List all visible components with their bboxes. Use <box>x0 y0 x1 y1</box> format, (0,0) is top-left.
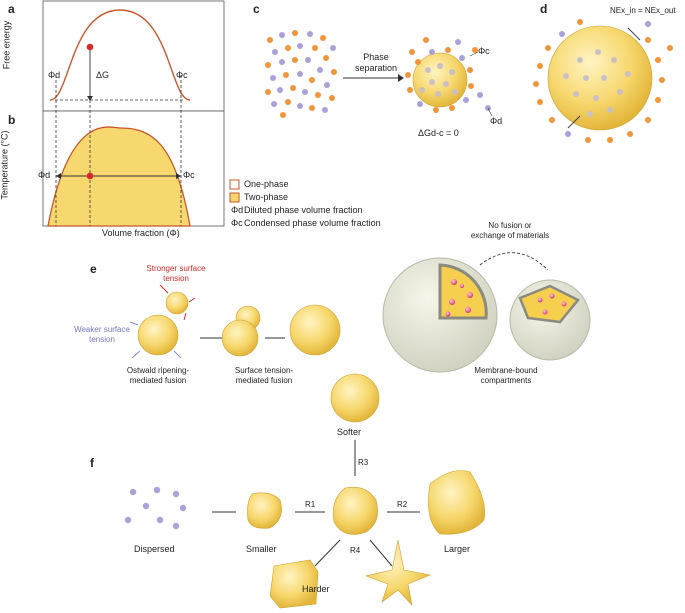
one-phase-label: One-phase <box>244 179 289 189</box>
central-droplet <box>332 486 378 535</box>
panel-letter-e: e <box>90 262 97 276</box>
softer-droplet <box>330 373 380 423</box>
phase-separation-label: Phase separation <box>354 52 398 73</box>
one-phase-swatch <box>229 179 240 190</box>
larger-droplet <box>428 470 485 535</box>
membrane-label: Membrane-bound compartments <box>474 366 538 385</box>
no-fusion-label: No fusion or exchange of materials <box>470 221 550 240</box>
mixture-point <box>86 172 94 180</box>
r1-label: R1 <box>305 500 316 509</box>
n-exchange-equation: NEx_in = NEx_out <box>610 6 676 15</box>
ostwald-label: Ostwald ripening-mediated fusion <box>126 366 190 385</box>
phi-c-label-a: Φc <box>176 70 188 80</box>
r2-label: R2 <box>397 500 408 509</box>
panel-d-droplet <box>533 19 673 143</box>
volume-fraction-label: Volume fraction (Φ) <box>102 228 180 238</box>
smaller-droplet <box>247 492 282 529</box>
fusing-droplets <box>221 319 259 357</box>
panel-letter-d: d <box>540 2 548 16</box>
larger-label: Larger <box>444 544 471 554</box>
large-droplet-ostwald <box>137 314 179 356</box>
panel-letter-f: f <box>90 456 94 470</box>
phi-d-legend-desc: Diluted phase volume fraction <box>244 205 363 215</box>
panel-letter-c: c <box>253 2 260 16</box>
harder-star <box>364 539 432 606</box>
small-droplet <box>165 291 189 315</box>
phi-c-legend-desc: Condensed phase volume fraction <box>244 218 381 228</box>
softer-label: Softer <box>337 427 362 437</box>
delta-g-label: ΔG <box>96 70 110 80</box>
panel-a-frame <box>42 0 225 112</box>
harder-label: Harder <box>302 584 330 594</box>
phi-d-label-c: Φd <box>490 116 503 126</box>
r3-label: R3 <box>358 458 369 467</box>
panel-letter-a: a <box>8 2 15 16</box>
two-phase-label: Two-phase <box>244 192 289 202</box>
two-phase-swatch <box>229 192 240 203</box>
delta-g-equation: ΔGd-c = 0 <box>418 128 459 138</box>
stronger-tension-label: Stronger surface tension <box>146 264 206 283</box>
smaller-label: Smaller <box>246 544 277 554</box>
r4-label: R4 <box>350 546 361 555</box>
fused-droplet <box>289 304 341 356</box>
surface-tension-label: Surface tension-mediated fusion <box>234 366 294 385</box>
panel-letter-b: b <box>8 113 16 127</box>
panel-c-droplet <box>405 37 491 113</box>
free-energy-label: Free energy <box>1 20 12 70</box>
harder-cube <box>269 559 319 609</box>
phi-d-label-b: Φd <box>38 170 51 180</box>
panel-c-dispersed <box>265 30 337 118</box>
unstable-point <box>86 43 94 51</box>
phi-d-legend-sym: Φd <box>231 205 244 215</box>
phi-d-label-a: Φd <box>48 70 61 80</box>
temperature-label: Temperature (°C) <box>0 130 10 200</box>
phi-c-legend-sym: Φc <box>231 218 243 228</box>
phi-c-label-c: Φc <box>478 46 490 56</box>
dispersed-label: Dispersed <box>134 544 175 554</box>
phi-c-label-b: Φc <box>183 170 195 180</box>
free-energy-curve <box>49 9 191 101</box>
dispersed-particles <box>124 486 187 530</box>
weaker-tension-label: Weaker surface tension <box>74 325 130 344</box>
